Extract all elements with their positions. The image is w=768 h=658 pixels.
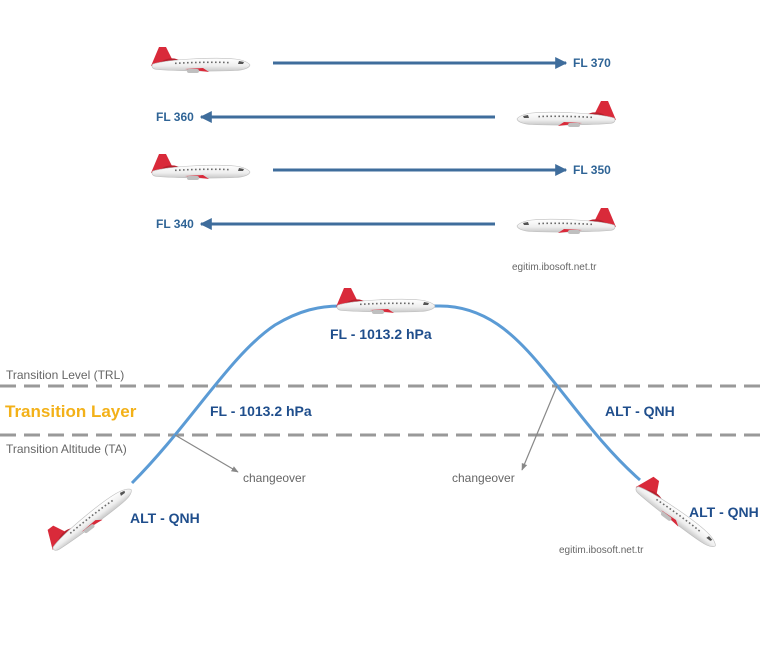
alt-qnh-climb-label: ALT - QNH — [130, 510, 200, 526]
cruise-aircraft — [150, 46, 617, 235]
watermark-top: egitim.ibosoft.net.tr — [512, 262, 597, 273]
transition-layer-label: Transition Layer — [5, 402, 137, 421]
alt-qnh-layer-label: ALT - QNH — [605, 403, 675, 419]
fl-top-label: FL - 1013.2 hPa — [330, 326, 432, 342]
changeover-right-pointer — [521, 385, 558, 471]
aircraft-top-icon — [335, 287, 436, 315]
fl-350-label: FL 350 — [573, 163, 611, 177]
watermark-bottom: egitim.ibosoft.net.tr — [559, 545, 644, 556]
transition-altitude-label: Transition Altitude (TA) — [6, 442, 127, 456]
fl-360-label: FL 360 — [156, 110, 194, 124]
aircraft-fl-350-icon — [150, 153, 251, 181]
changeover-left-pointer — [174, 434, 239, 473]
transition-level-label: Transition Level (TRL) — [6, 368, 125, 382]
fl-340-label: FL 340 — [156, 217, 194, 231]
flight-profile-curve — [130, 304, 641, 485]
aircraft-fl-340-icon — [516, 207, 617, 235]
fl-370-label: FL 370 — [573, 56, 611, 70]
aircraft-climbing-icon — [40, 474, 137, 556]
changeover-left-label: changeover — [243, 471, 306, 485]
changeover-right-label: changeover — [452, 471, 515, 485]
alt-qnh-descent-label: ALT - QNH — [689, 504, 759, 520]
aircraft-fl-360-icon — [516, 100, 617, 128]
fl-climb-label: FL - 1013.2 hPa — [210, 403, 312, 419]
aircraft-fl-370-icon — [150, 46, 251, 74]
flight-level-arrows — [199, 57, 568, 230]
